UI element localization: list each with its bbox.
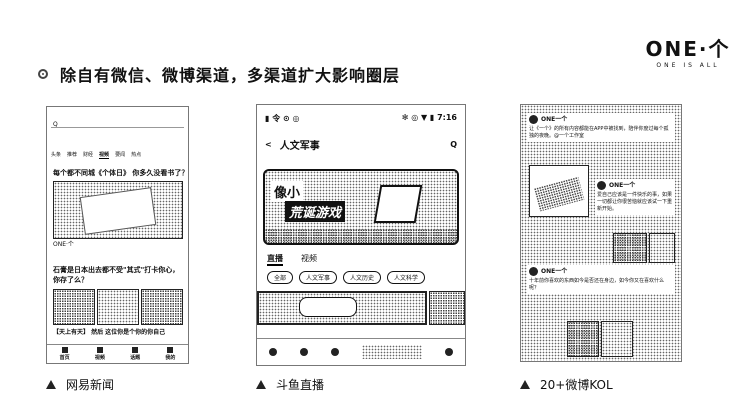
- nav-item: 财经: [83, 152, 94, 158]
- profile-icon: [167, 347, 174, 353]
- article-title: 石膏是日本出去都不受"其式"打卡你心，你存了么？: [53, 266, 180, 284]
- category-pills: 全部 人文军事 人文历史 人文科学: [267, 271, 426, 284]
- video-icon: [96, 347, 103, 353]
- nav-item: 热点: [131, 152, 142, 158]
- avatar: [597, 181, 606, 190]
- category-pill: 人文历史: [343, 271, 382, 284]
- article-meta: ONE·个: [53, 241, 74, 248]
- tab-video: 视频: [95, 347, 105, 361]
- headline-text: 除自有微信、微博渠道，多渠道扩大影响圈层: [60, 66, 401, 85]
- live-thumbnail: [257, 291, 427, 325]
- nav-item: 推荐: [67, 152, 78, 158]
- weibo-post: ONE一个 爱自己应该是一件快乐的事，如果一切都让你很苦恼就应该试一下重新开始。: [595, 179, 675, 215]
- thumbnail-badge: [299, 297, 357, 317]
- search-icon: Q: [53, 121, 58, 128]
- discover-icon: [330, 348, 339, 356]
- feature-banner: 像小 荒诞游戏: [263, 169, 459, 245]
- banner-title-line2: 荒诞游戏: [285, 201, 346, 222]
- post-text: 让《一个》的所有内容都能在APP中被找到，陪伴你度过每个孤独的夜晚。@一个工作室: [529, 126, 669, 139]
- content-tabs: 直播 视频: [267, 253, 317, 266]
- post-image: [529, 165, 589, 217]
- category-pill: 人文科学: [387, 271, 426, 284]
- article-title: 每个都不同城《个体日》 你多久没看书了？: [53, 169, 189, 177]
- stream-preview: [362, 345, 423, 359]
- slide-headline: 除自有微信、微博渠道，多渠道扩大影响圈层: [38, 62, 400, 86]
- brand-logo: ONE·个 ONE IS ALL: [638, 38, 738, 69]
- search-bar: Q: [51, 111, 184, 128]
- banner-illustration: [373, 185, 423, 223]
- banner-title-line1: 像小: [271, 181, 304, 202]
- post-text: 爱自己应该是一件快乐的事，如果一切都让你很苦恼就应该试一下重新开始。: [597, 192, 673, 212]
- status-icons-left: ▮ 令 ⊙ ◎: [265, 114, 300, 123]
- avatar: [529, 267, 538, 276]
- back-icon: <: [265, 139, 272, 149]
- post-author: ONE一个: [529, 115, 673, 124]
- tab-me: 我的: [165, 347, 175, 361]
- caption-netease: 网易新闻: [46, 376, 114, 393]
- nav-item-active: 视频: [99, 152, 110, 159]
- post-image: [649, 233, 675, 263]
- page-title: 人文军事: [279, 141, 320, 152]
- weibo-kol-screenshot: ONE一个 让《一个》的所有内容都能在APP中被找到，陪伴你度过每个孤独的夜晚。…: [520, 104, 682, 362]
- avatar: [529, 115, 538, 124]
- netease-news-screenshot: Q 头条 推荐 财经 视频 要闻 热点 每个都不同城《个体日》 你多久没看书了？…: [46, 106, 189, 364]
- hand-illustration: [533, 176, 585, 212]
- weibo-post: ONE一个 让《一个》的所有内容都能在APP中被找到，陪伴你度过每个孤独的夜晚。…: [527, 113, 675, 142]
- article-thumbnail: [53, 289, 95, 325]
- tab-home: 首页: [60, 347, 70, 361]
- status-icons-right: ✻ ◎ ▼ ▮ 7:16: [401, 113, 457, 122]
- tab-live: 直播: [267, 253, 283, 266]
- article-thumbnail: [97, 289, 139, 325]
- profile-icon: [445, 348, 454, 356]
- article-thumbnail: [141, 289, 183, 325]
- post-image: [601, 321, 633, 357]
- douyu-live-screenshot: ▮ 令 ⊙ ◎ ✻ ◎ ▼ ▮ 7:16 < 人文军事 Q 像小 荒诞游戏 直播…: [256, 104, 466, 366]
- topic-icon: [132, 347, 139, 353]
- article-title: 【天上有天】 然后 这位你是个你的你自己: [53, 329, 166, 336]
- follow-icon: [299, 348, 308, 356]
- nav-item: 头条: [51, 152, 62, 158]
- post-author: ONE一个: [597, 181, 673, 190]
- category-pill: 人文军事: [299, 271, 338, 284]
- article-image: [53, 181, 183, 239]
- home-icon: [61, 347, 68, 353]
- caption-weibo: 20+微博KOL: [520, 376, 613, 393]
- caption-text: 网易新闻: [66, 378, 115, 392]
- tab-video: 视频: [301, 254, 317, 263]
- status-bar: ▮ 令 ⊙ ◎ ✻ ◎ ▼ ▮ 7:16: [265, 113, 457, 124]
- bottom-nav: [257, 338, 465, 365]
- nav-item: 要闻: [115, 152, 126, 158]
- search-icon: Q: [450, 139, 457, 149]
- weibo-post: ONE一个 十年前你喜欢的东西如今是否还在身边，如今你又在喜欢什么呢？: [527, 265, 675, 294]
- home-icon: [268, 348, 277, 356]
- bottom-tab-bar: 首页 视频 话题 我的: [47, 344, 188, 363]
- banner-footer: [265, 229, 457, 243]
- post-text: 十年前你喜欢的东西如今是否还在身边，如今你又在喜欢什么呢？: [529, 278, 665, 291]
- category-pill: 全部: [267, 271, 294, 284]
- post-author: ONE一个: [529, 267, 673, 276]
- caption-text: 斗鱼直播: [276, 378, 325, 392]
- post-image: [613, 233, 647, 263]
- book-illustration: [79, 187, 157, 235]
- live-thumbnail: [429, 291, 465, 325]
- post-image: [567, 321, 599, 357]
- triangle-icon: [520, 380, 530, 389]
- bullet-icon: [38, 69, 48, 79]
- caption-text: 20+微博KOL: [540, 378, 613, 392]
- triangle-icon: [256, 380, 266, 389]
- caption-douyu: 斗鱼直播: [256, 376, 324, 393]
- channel-nav: 头条 推荐 财经 视频 要闻 热点: [51, 151, 141, 159]
- logo-wordmark: ONE·个: [645, 37, 731, 61]
- tab-topic: 话题: [130, 347, 140, 361]
- triangle-icon: [46, 380, 56, 389]
- logo-tagline: ONE IS ALL: [656, 62, 720, 69]
- page-header: < 人文军事 Q: [265, 137, 457, 153]
